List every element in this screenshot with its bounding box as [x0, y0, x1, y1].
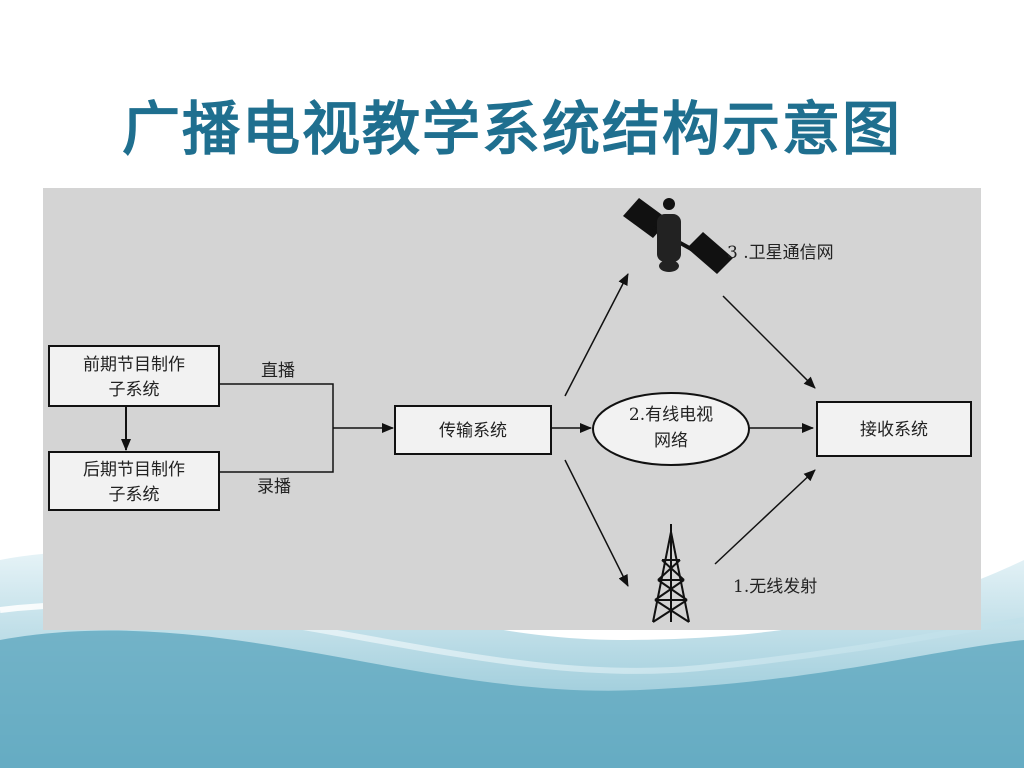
- receiver-box: 接收系统: [816, 401, 972, 457]
- cable-network-node: 2.有线电视 网络: [592, 392, 750, 466]
- pre-production-label-2: 子系统: [109, 380, 160, 400]
- tower-icon: [652, 524, 690, 623]
- recorded-line: [219, 428, 334, 473]
- recorded-label: 录播: [257, 477, 291, 497]
- wireless-label: 1.无线发射: [733, 577, 817, 597]
- live-line: [219, 383, 334, 428]
- satellite-label: 3 .卫星通信网: [727, 243, 834, 263]
- post-production-label-2: 子系统: [109, 485, 160, 505]
- live-label: 直播: [261, 361, 295, 381]
- arrow-satellite-to-receiver: [722, 295, 816, 389]
- satellite-icon: [623, 198, 733, 274]
- arrow-to-satellite: [564, 273, 629, 397]
- arrow-to-tower: [564, 459, 629, 587]
- transmission-label: 传输系统: [439, 421, 507, 441]
- pre-production-box: 前期节目制作 子系统: [48, 345, 220, 407]
- post-production-box: 后期节目制作 子系统: [48, 451, 220, 511]
- system-diagram: 前期节目制作 子系统 后期节目制作 子系统 直播 录播 传输系统 2.有线电视 …: [43, 188, 981, 630]
- arrow-tower-to-receiver: [714, 469, 816, 565]
- cable-network-label-2: 网络: [654, 431, 688, 451]
- transmission-box: 传输系统: [394, 405, 552, 455]
- receiver-label: 接收系统: [860, 420, 928, 440]
- cable-network-label-1: 2.有线电视: [629, 405, 713, 425]
- post-production-label-1: 后期节目制作: [83, 460, 185, 480]
- slide-title: 广播电视教学系统结构示意图: [121, 95, 902, 163]
- pre-production-label-1: 前期节目制作: [83, 355, 185, 375]
